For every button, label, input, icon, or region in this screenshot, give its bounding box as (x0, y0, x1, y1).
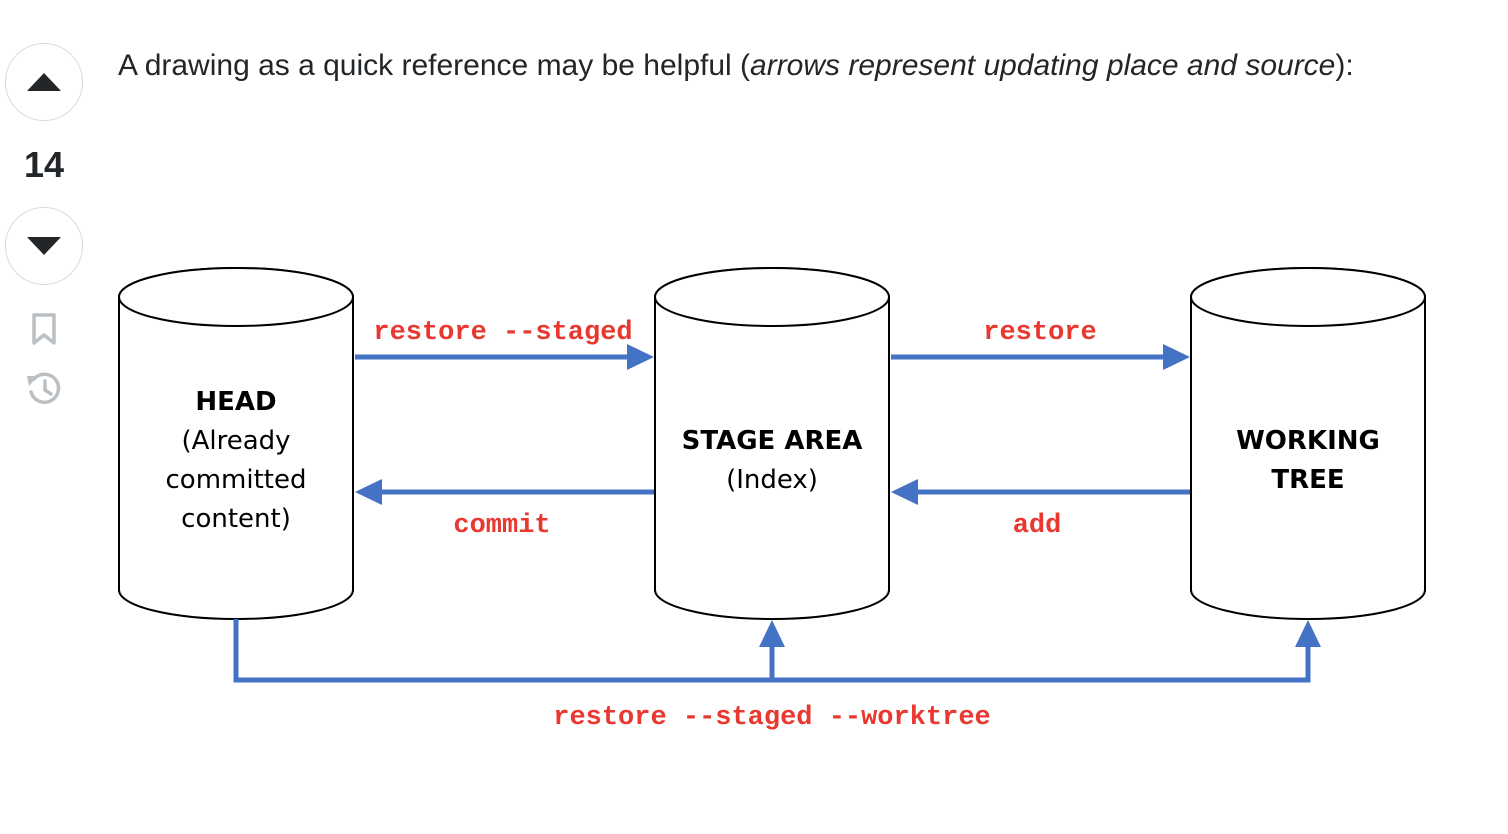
history-button[interactable] (25, 370, 63, 408)
label-restore-staged-worktree: restore --staged --worktree (553, 703, 990, 733)
arrow-add (891, 479, 1190, 505)
vote-sidebar: 14 (0, 0, 90, 834)
history-clock-icon (27, 372, 61, 405)
head-line-1: (Already (181, 426, 290, 456)
bookmark-button[interactable] (25, 310, 63, 348)
arrow-restore (891, 344, 1190, 370)
working-tree-line-2: TREE (1271, 465, 1344, 495)
stage-area-cylinder: STAGE AREA (Index) (654, 267, 890, 620)
stage-area-line-1: (Index) (726, 465, 818, 495)
triangle-up-icon (27, 73, 61, 91)
arrow-commit (355, 479, 654, 505)
head-title: HEAD (195, 387, 276, 417)
answer-text: A drawing as a quick reference may be he… (118, 46, 1354, 86)
head-line-2: committed (166, 465, 307, 495)
answer-text-italic: arrows represent updating place and sour… (750, 49, 1336, 82)
triangle-down-icon (27, 237, 61, 255)
head-cylinder: HEAD (Already committed content) (118, 267, 354, 620)
stage-area-title: STAGE AREA (682, 426, 863, 456)
label-restore-staged: restore --staged (373, 318, 632, 348)
label-add: add (1013, 511, 1062, 541)
working-tree-line-1: WORKING (1236, 426, 1380, 456)
label-commit: commit (453, 511, 550, 541)
answer-text-end: ): (1335, 49, 1354, 82)
arrow-restore-staged (355, 344, 654, 370)
downvote-button[interactable] (5, 207, 83, 285)
arrow-restore-staged-worktree (233, 619, 1321, 683)
working-tree-cylinder: WORKING TREE (1190, 267, 1426, 620)
answer-text-start: A drawing as a quick reference may be he… (118, 49, 751, 82)
label-restore: restore (983, 318, 1096, 348)
head-line-3: content) (181, 504, 291, 534)
upvote-button[interactable] (5, 43, 83, 121)
vote-count: 14 (23, 144, 65, 185)
bookmark-icon (32, 313, 56, 345)
